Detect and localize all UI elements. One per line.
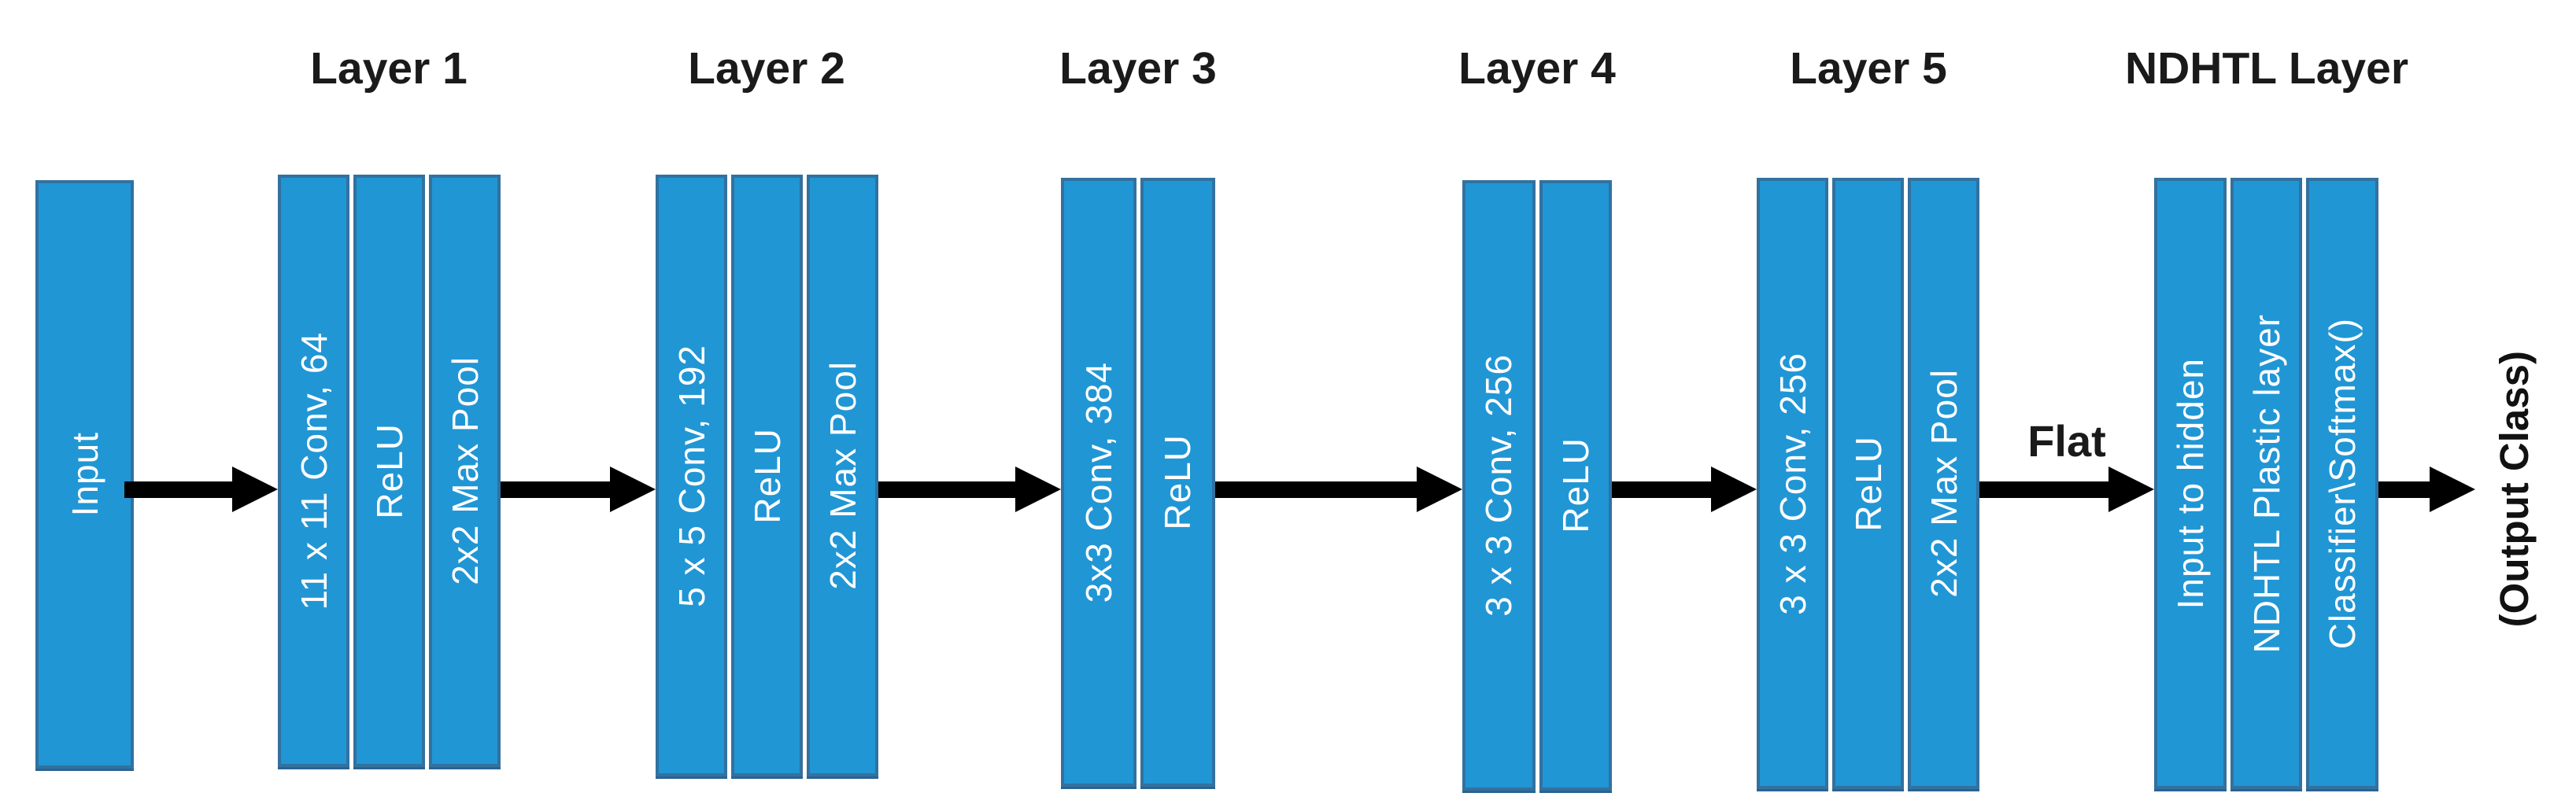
input-column: Input — [35, 180, 134, 769]
layer-1-relu-label: ReLU — [368, 422, 410, 519]
arrow-shaft — [501, 481, 610, 498]
ndhtl-layer-title: NDHTL Layer — [2124, 43, 2409, 94]
layer-2-conv-label: 5 x 5 Conv, 192 — [671, 344, 712, 607]
layer-3-title: Layer 3 — [1059, 43, 1217, 94]
output-class-label: (Output Class) — [2491, 351, 2537, 628]
output-class-label-wrap: (Output Class) — [2470, 308, 2558, 670]
ndhtl-plastic-layer-label: NDHTL Plastic layer — [2245, 313, 2287, 654]
layer-3-relu-column: ReLU — [1140, 178, 1215, 787]
arrow-head-icon — [610, 467, 656, 512]
arrow-head-icon — [2430, 467, 2475, 512]
ndhtl-plastic-layer-column: NDHTL Plastic layer — [2230, 178, 2303, 789]
layer-2-maxpool-label: 2x2 Max Pool — [822, 361, 863, 590]
arrow-head-icon — [1417, 467, 1462, 512]
arrow-layer1-to-layer2 — [501, 467, 656, 512]
layer-2-conv-column: 5 x 5 Conv, 192 — [656, 175, 727, 776]
layer-5-conv-column: 3 x 3 Conv, 256 — [1757, 178, 1828, 789]
ndhtl-classifier-softmax-column: Classifier\Softmax() — [2306, 178, 2379, 789]
arrow-layer3-to-layer4 — [1215, 467, 1462, 512]
layer-4-title: Layer 4 — [1458, 43, 1616, 94]
layer-5-maxpool-column: 2x2 Max Pool — [1908, 178, 1979, 789]
arrow-ndhtl-to-output — [2378, 467, 2475, 512]
arrow-head-icon — [1711, 467, 1757, 512]
layer-2-relu-column: ReLU — [731, 175, 803, 776]
ndhtl-classifier-softmax-label: Classifier\Softmax() — [2322, 317, 2363, 650]
layer-1-relu-column: ReLU — [353, 175, 425, 767]
arrow-flatten-layer5-to-ndhtl — [1979, 467, 2154, 512]
input-block: Input — [35, 180, 134, 769]
arrow-layer4-to-layer5 — [1612, 467, 1757, 512]
arrow-shaft — [124, 481, 232, 498]
layer-5-relu-label: ReLU — [1847, 435, 1889, 532]
layer-3-block: 3x3 Conv, 384 ReLU — [1061, 178, 1215, 787]
layer-5-maxpool-label: 2x2 Max Pool — [1923, 369, 1964, 598]
arrow-head-icon — [1015, 467, 1061, 512]
layer-5-conv-label: 3 x 3 Conv, 256 — [1772, 352, 1813, 615]
flat-annotation: Flat — [2027, 416, 2106, 466]
ndhtl-layer-block: Input to hidden NDHTL Plastic layer Clas… — [2154, 178, 2379, 789]
arrow-shaft — [1979, 481, 2108, 498]
layer-5-block: 3 x 3 Conv, 256 ReLU 2x2 Max Pool — [1757, 178, 1979, 789]
ndhtl-input-to-hidden-label: Input to hidden — [2169, 357, 2211, 610]
layer-4-conv-column: 3 x 3 Conv, 256 — [1462, 180, 1536, 791]
arrow-shaft — [2378, 481, 2430, 498]
layer-1-maxpool-column: 2x2 Max Pool — [429, 175, 501, 767]
layer-3-conv-label: 3x3 Conv, 384 — [1077, 361, 1119, 603]
layer-1-maxpool-label: 2x2 Max Pool — [444, 356, 486, 585]
layer-1-conv-label: 11 x 11 Conv, 64 — [293, 331, 334, 610]
layer-1-block: 11 x 11 Conv, 64 ReLU 2x2 Max Pool — [278, 175, 501, 767]
layer-5-title: Layer 5 — [1790, 43, 1947, 94]
arrow-shaft — [1215, 481, 1417, 498]
arrow-input-to-layer1 — [124, 467, 278, 512]
layer-4-relu-column: ReLU — [1539, 180, 1612, 791]
layer-4-conv-label: 3 x 3 Conv, 256 — [1478, 354, 1520, 617]
layer-1-title: Layer 1 — [310, 43, 468, 94]
layer-5-relu-column: ReLU — [1832, 178, 1904, 789]
layer-2-maxpool-column: 2x2 Max Pool — [807, 175, 878, 776]
layer-3-relu-label: ReLU — [1157, 434, 1199, 530]
arrow-head-icon — [2108, 467, 2154, 512]
arrow-shaft — [1612, 481, 1711, 498]
arrow-layer2-to-layer3 — [878, 467, 1061, 512]
layer-1-conv-column: 11 x 11 Conv, 64 — [278, 175, 349, 767]
input-label: Input — [64, 432, 105, 517]
layer-2-relu-label: ReLU — [746, 427, 788, 524]
layer-2-block: 5 x 5 Conv, 192 ReLU 2x2 Max Pool — [656, 175, 878, 776]
ndhtl-input-to-hidden-column: Input to hidden — [2154, 178, 2227, 789]
arrow-shaft — [878, 481, 1015, 498]
arrow-head-icon — [232, 467, 278, 512]
layer-4-block: 3 x 3 Conv, 256 ReLU — [1462, 180, 1612, 791]
layer-2-title: Layer 2 — [688, 43, 845, 94]
layer-3-conv-column: 3x3 Conv, 384 — [1061, 178, 1136, 787]
layer-4-relu-label: ReLU — [1554, 437, 1596, 533]
